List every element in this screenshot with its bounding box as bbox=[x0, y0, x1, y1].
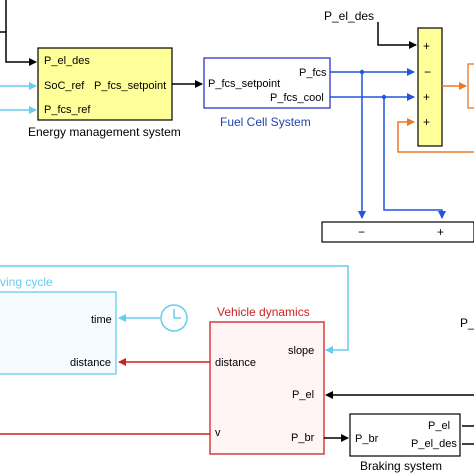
sum-sign-2: − bbox=[424, 65, 431, 79]
sum-sign-3: + bbox=[423, 90, 430, 104]
fuel-cell-port-p-fcs-cool: P_fcs_cool bbox=[270, 92, 324, 104]
energy-management-caption: Energy management system bbox=[28, 125, 181, 139]
fuel-cell-port-setpoint: P_fcs_setpoint bbox=[208, 78, 280, 90]
offscreen-block-edge bbox=[467, 63, 474, 109]
energy-port-p-el-des: P_el_des bbox=[44, 55, 90, 67]
driving-port-time: time bbox=[91, 314, 112, 326]
p-el-edge-label: P_el bbox=[460, 316, 474, 330]
fuel-cell-port-p-fcs: P_fcs bbox=[299, 67, 327, 79]
braking-system-block[interactable]: P_br P_el P_el_des bbox=[349, 413, 461, 457]
driving-cycle-caption: ving cycle bbox=[0, 275, 53, 289]
vehicle-port-v: v bbox=[215, 427, 221, 439]
bottom-sum-bar[interactable]: − + bbox=[321, 221, 474, 243]
p-el-des-signal: P_el_des bbox=[0, 0, 417, 66]
vehicle-port-p-el: P_el bbox=[292, 389, 314, 401]
fuel-cell-caption: Fuel Cell System bbox=[220, 115, 311, 129]
vehicle-dynamics-caption: Vehicle dynamics bbox=[217, 305, 310, 319]
vehicle-port-slope: slope bbox=[288, 345, 314, 357]
fuel-cell-block[interactable]: P_fcs_setpoint P_fcs P_fcs_cool bbox=[203, 57, 331, 109]
driving-port-distance: distance bbox=[70, 357, 111, 369]
sum-sign-4: + bbox=[423, 115, 430, 129]
braking-system-caption: Braking system bbox=[360, 459, 442, 473]
sum-block[interactable]: + − + + bbox=[417, 27, 443, 147]
energy-port-soc-ref: SoC_ref bbox=[44, 80, 85, 92]
bar-sign-plus: + bbox=[437, 225, 444, 239]
energy-management-block[interactable]: P_el_des SoC_ref P_fcs_ref P_fcs_setpoin… bbox=[37, 47, 173, 121]
energy-port-p-fcs-ref: P_fcs_ref bbox=[44, 104, 91, 116]
bar-sign-minus: − bbox=[358, 225, 365, 239]
driving-cycle-block[interactable]: time distance bbox=[0, 291, 117, 375]
p-el-des-label: P_el_des bbox=[324, 9, 374, 23]
slope-signal bbox=[0, 265, 349, 354]
vehicle-dynamics-block[interactable]: distance v slope P_el P_br bbox=[209, 321, 325, 455]
vehicle-port-distance: distance bbox=[215, 357, 256, 369]
vehicle-port-p-br: P_br bbox=[291, 432, 315, 444]
clock-icon[interactable] bbox=[160, 304, 188, 332]
orange-feedback-signal bbox=[397, 118, 474, 153]
fuel-cell-output-signals bbox=[330, 68, 446, 219]
energy-port-p-fcs-setpoint: P_fcs_setpoint bbox=[94, 80, 166, 92]
braking-port-p-el-des: P_el_des bbox=[411, 438, 457, 450]
sum-sign-1: + bbox=[423, 39, 430, 53]
braking-port-p-el: P_el bbox=[428, 420, 450, 432]
braking-port-p-br: P_br bbox=[355, 433, 379, 445]
